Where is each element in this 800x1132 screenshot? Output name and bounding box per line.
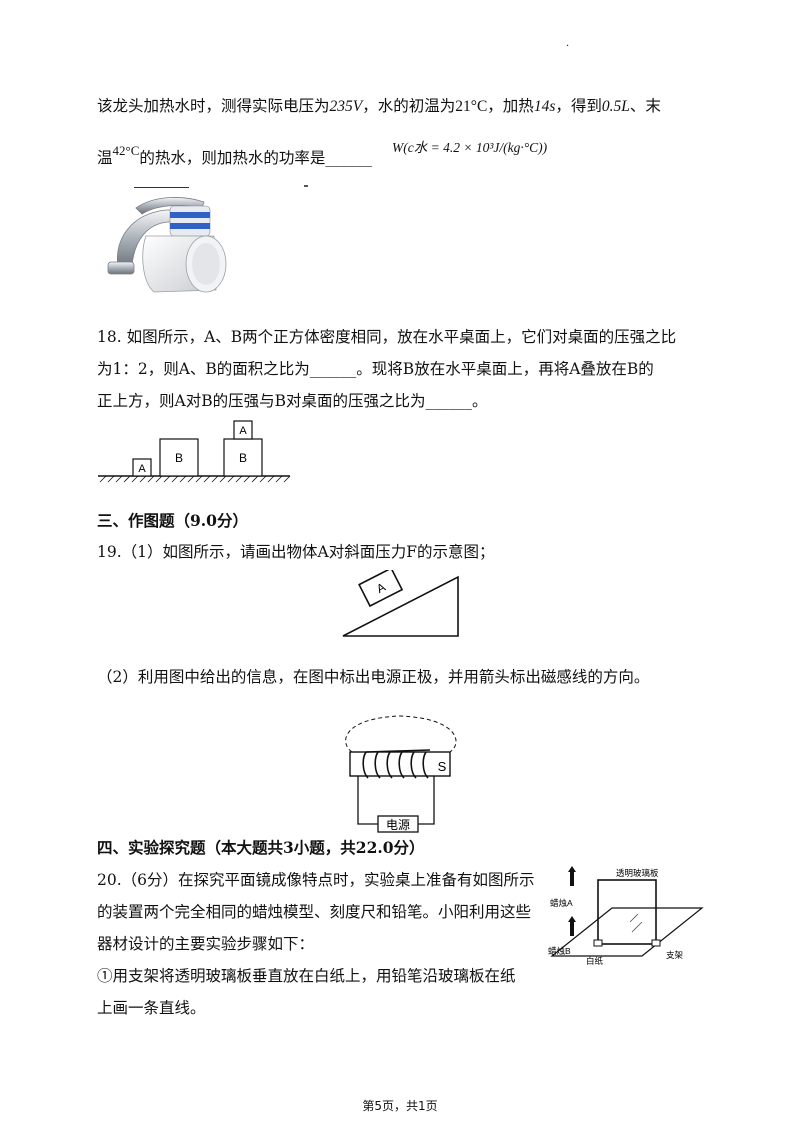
block-a: A bbox=[358, 570, 404, 608]
q17-voltage: 235V bbox=[329, 98, 363, 115]
q18-line3: 正上方，则A对B的压强与B对桌面的压强之比为______。 bbox=[97, 392, 488, 410]
cube-a bbox=[132, 458, 152, 477]
q17-text: 、末 bbox=[629, 97, 661, 115]
wire-right bbox=[418, 776, 435, 825]
white-paper bbox=[550, 907, 704, 957]
power-source-label: 电源 bbox=[386, 818, 410, 832]
candle-a-icon bbox=[570, 872, 574, 886]
q20-line2: 的装置两个完全相同的蜡烛模型、刻度尺和铅笔。小阳利用这些 bbox=[97, 903, 532, 921]
cube-a-stacked-label: A bbox=[239, 425, 247, 437]
candle-b-icon bbox=[570, 922, 574, 936]
incline-triangle bbox=[342, 575, 459, 637]
cube-b-label: B bbox=[175, 451, 183, 465]
section-4-title: 四、实验探究题（本大题共3小题，共22.0分） bbox=[97, 838, 425, 857]
q17-text: ，得到 bbox=[555, 97, 602, 115]
q18-line2: 为1：2，则A、B的面积之比为______。现将B放在水平桌面上，再将A叠放在B… bbox=[97, 360, 654, 378]
field-line-dashed bbox=[345, 715, 457, 753]
label-candle-b: 蜡烛B bbox=[548, 946, 571, 956]
cube-b bbox=[159, 438, 199, 477]
stand-left bbox=[593, 939, 603, 947]
cube-a-label: A bbox=[138, 463, 146, 475]
wire-left bbox=[357, 776, 378, 825]
q18-line1: 18. 如图所示，A、B两个正方体密度相同，放在水平桌面上，它们对桌面的压强之比 bbox=[97, 328, 677, 346]
pole-label-s: S bbox=[438, 759, 447, 774]
q17-volume: 0.5L bbox=[601, 98, 630, 115]
power-source bbox=[377, 815, 419, 833]
ground-hatching bbox=[99, 475, 291, 483]
q20-mirror-figure: 透明玻璃板 蜡烛A 蜡烛B 白纸 支架 bbox=[548, 866, 704, 966]
cropped-fragment-dot bbox=[304, 185, 308, 187]
q17-formula: W(c水 = 4.2 × 10³J/(kg·°C)) bbox=[392, 140, 548, 155]
q17-line1: 该龙头加热水时，测得实际电压为235V，水的初温为21°C，加热14s，得到0.… bbox=[97, 96, 661, 117]
cube-b-stacked-label: B bbox=[239, 451, 247, 465]
q20-line3: 器材设计的主要实验步骤如下： bbox=[97, 935, 315, 953]
page-mark: . bbox=[566, 38, 570, 49]
label-paper: 白纸 bbox=[586, 956, 604, 966]
q17-final-temp: 42°C bbox=[112, 143, 140, 158]
q19-incline-figure: A bbox=[342, 570, 459, 637]
faucet-image bbox=[107, 197, 227, 293]
q17-initial-temp: 21°C bbox=[455, 98, 488, 115]
section-3-title: 三、作图题（9.0分） bbox=[97, 511, 248, 530]
q17-text: ，水的初温为 bbox=[362, 97, 456, 115]
cube-a-stacked bbox=[233, 420, 253, 440]
q20-line5: 上画一条直线。 bbox=[97, 999, 206, 1017]
q20-line4: ①用支架将透明玻璃板垂直放在白纸上，用铅笔沿玻璃板在纸 bbox=[97, 967, 516, 985]
q17-text: 该龙头加热水时，测得实际电压为 bbox=[97, 97, 330, 115]
stand-right bbox=[651, 939, 661, 947]
label-candle-a: 蜡烛A bbox=[550, 898, 573, 908]
glass-plate bbox=[597, 879, 657, 945]
q19-part1: 19.（1）如图所示，请画出物体A对斜面压力F的示意图； bbox=[97, 543, 495, 561]
cropped-fragment-line bbox=[134, 187, 189, 188]
page-footer: 第5页，共1页 bbox=[362, 1099, 438, 1113]
q20-line1: 20.（6分）在探究平面镜成像特点时，实验桌上准备有如图所示 bbox=[97, 871, 535, 889]
coil bbox=[362, 749, 431, 779]
cube-b-stacked bbox=[223, 438, 263, 477]
q19-part2: （2）利用图中给出的信息，在图中标出电源正极，并用箭头标出磁感线的方向。 bbox=[97, 668, 650, 686]
q17-text: ，加热 bbox=[487, 97, 534, 115]
q17-time: 14s bbox=[533, 98, 556, 115]
q17-text: 的热水，则加热水的功率是______ bbox=[139, 149, 372, 167]
label-stand: 支架 bbox=[666, 950, 684, 960]
label-glass: 透明玻璃板 bbox=[616, 868, 659, 878]
q18-cubes-figure: A B B A bbox=[98, 420, 291, 483]
q17-text: 温 bbox=[97, 149, 113, 167]
q19-electromagnet-figure: S 电源 bbox=[345, 715, 457, 833]
q17-line2: 温42°C的热水，则加热水的功率是______ bbox=[97, 143, 372, 169]
